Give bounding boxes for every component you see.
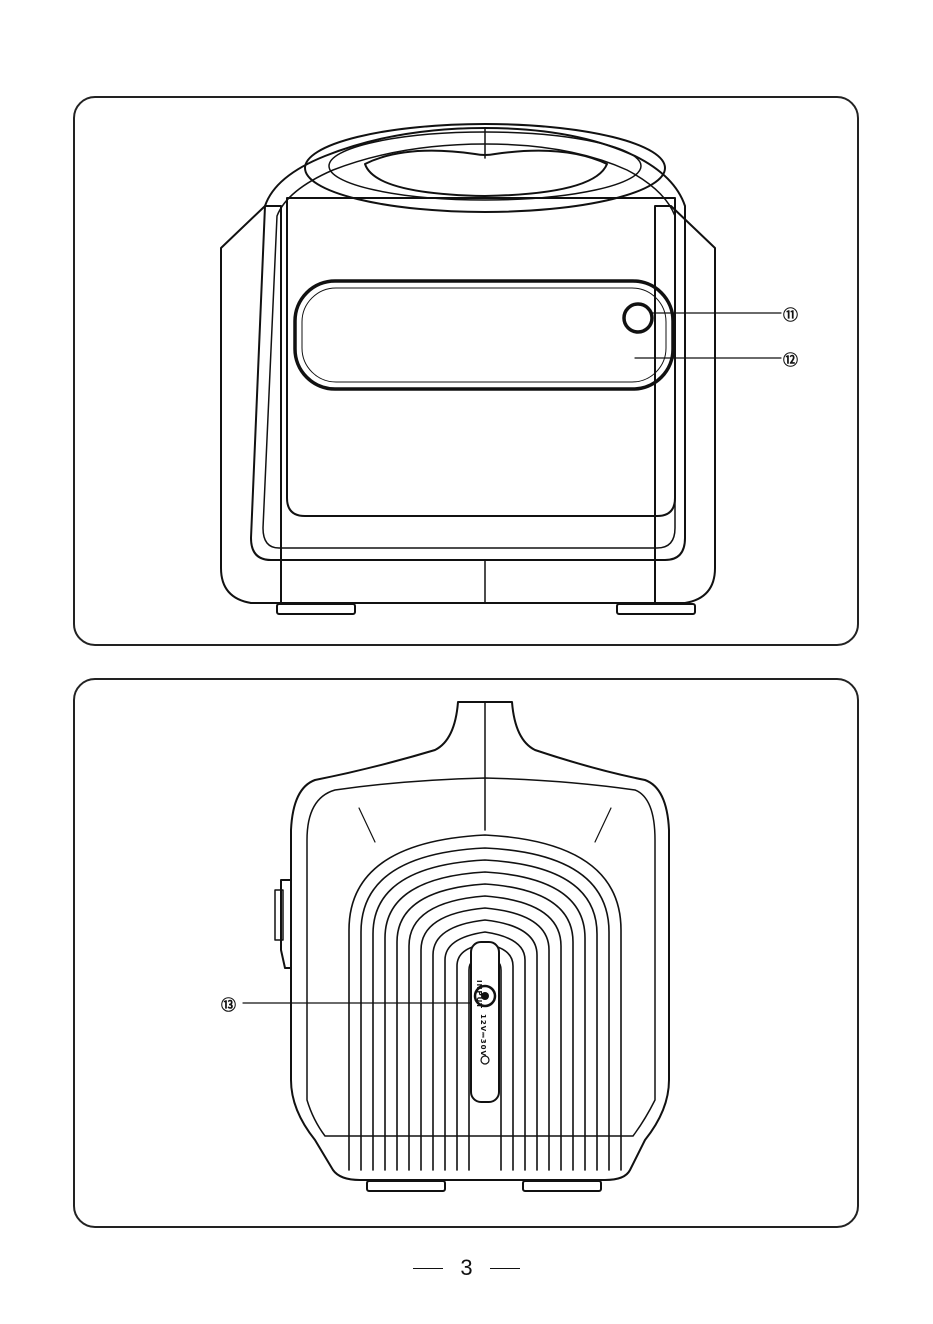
- input-port-label: INPUT: [475, 980, 483, 1009]
- page-footer: 3: [0, 1254, 933, 1284]
- display-panel-outer: [295, 281, 673, 389]
- callout-11-label: ⑪: [783, 306, 798, 324]
- back-body-outer: [291, 702, 669, 1180]
- main-body: [251, 128, 685, 560]
- front-face: [287, 198, 675, 516]
- callout-13-label: ⑬: [221, 996, 236, 1014]
- front-view-drawing: ⑪ ⑫: [75, 98, 859, 646]
- input-port-spec: 12V⎓30V: [479, 1014, 487, 1057]
- diag-right: [595, 808, 611, 842]
- callout-12-label: ⑫: [783, 351, 798, 369]
- left-foot: [277, 604, 355, 614]
- power-button: [624, 304, 652, 332]
- page-number: 3: [0, 1254, 933, 1282]
- back-right-foot: [523, 1181, 601, 1191]
- display-panel-inner: [302, 288, 666, 382]
- back-left-foot: [367, 1181, 445, 1191]
- back-view-panel: ⑬ INPUT 12V⎓30V: [73, 678, 859, 1228]
- footer-dash-right: [490, 1268, 520, 1269]
- back-view-drawing: ⑬ INPUT 12V⎓30V: [75, 680, 859, 1228]
- main-body-inner: [263, 144, 675, 548]
- right-foot: [617, 604, 695, 614]
- handle-grip: [365, 151, 607, 196]
- front-view-panel: ⑪ ⑫: [73, 96, 859, 646]
- diag-left: [359, 808, 375, 842]
